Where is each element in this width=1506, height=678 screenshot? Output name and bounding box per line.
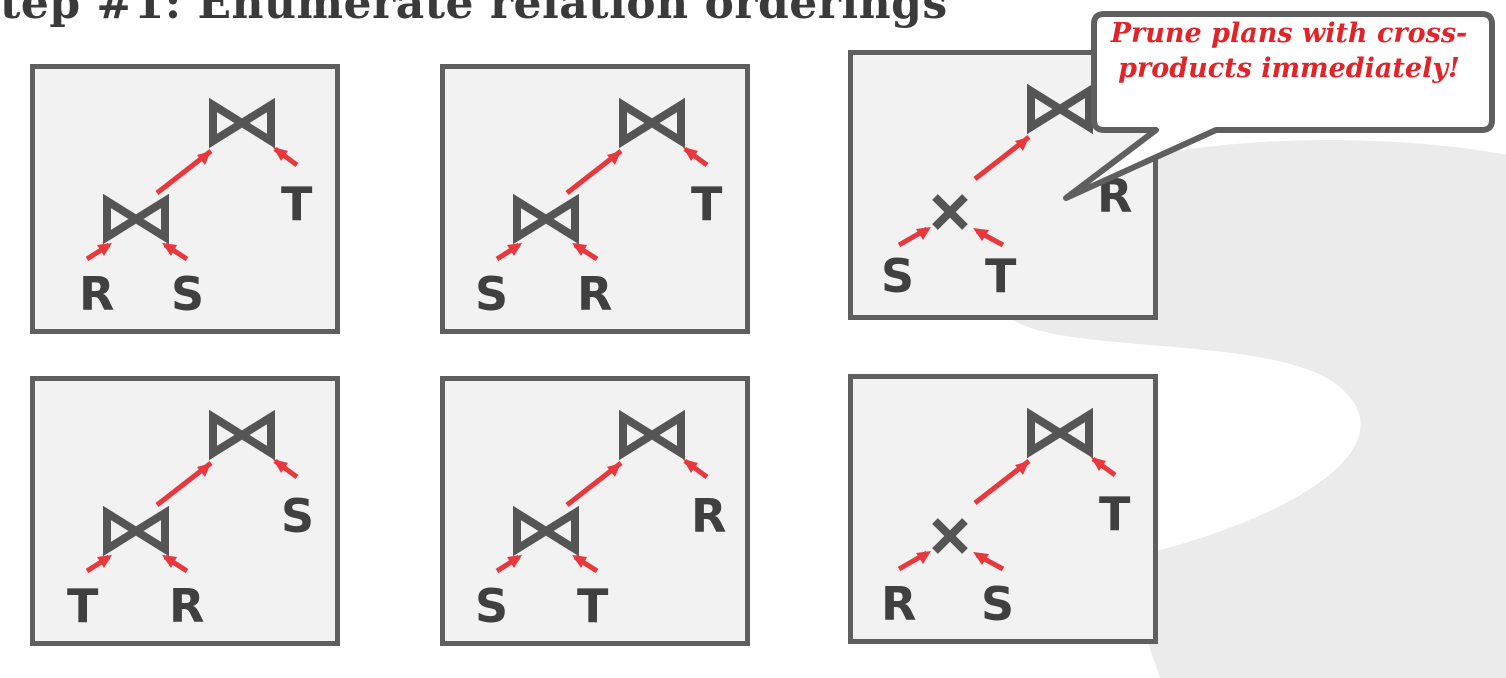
top-relation-label: T xyxy=(281,177,313,231)
right-leaf-label: T xyxy=(577,579,609,633)
arrowhead xyxy=(197,463,211,477)
arrowhead xyxy=(683,147,698,161)
cross-product-symbol xyxy=(932,194,968,230)
top-relation-label: S xyxy=(281,489,315,543)
plan-4: S T R xyxy=(30,376,340,646)
right-leaf-label: R xyxy=(577,267,613,321)
plan-6: T R S xyxy=(848,374,1158,644)
right-leaf-label: S xyxy=(981,577,1015,631)
plan-3-tree xyxy=(897,83,1093,248)
arrowhead xyxy=(683,459,698,473)
child-join-symbol xyxy=(513,505,579,557)
arrowhead xyxy=(162,555,177,568)
arrowhead xyxy=(973,552,989,565)
top-relation-label: T xyxy=(691,177,723,231)
right-leaf-label: R xyxy=(169,579,205,633)
left-leaf-label: S xyxy=(475,267,509,321)
child-join-symbol xyxy=(513,193,579,245)
callout-bubble: Prune plans with cross-products immediat… xyxy=(1063,8,1495,201)
arrowhead xyxy=(572,555,587,568)
arrowhead xyxy=(607,151,621,165)
child-join-symbol xyxy=(103,193,169,245)
plan-5: R S T xyxy=(440,376,750,646)
plan-4-tree xyxy=(85,409,299,574)
root-join-symbol xyxy=(619,409,685,461)
arrowhead xyxy=(916,227,931,240)
arrowhead xyxy=(197,151,211,165)
arrowhead xyxy=(273,147,288,161)
arrowhead xyxy=(572,243,587,256)
right-leaf-label: S xyxy=(171,267,205,321)
arrowhead xyxy=(97,555,112,568)
top-relation-label: T xyxy=(1099,487,1131,541)
left-leaf-label: R xyxy=(79,267,115,321)
arrowhead xyxy=(162,243,177,256)
root-join-symbol xyxy=(209,97,275,149)
root-join-symbol xyxy=(619,97,685,149)
arrowhead xyxy=(1015,461,1029,475)
arrowhead xyxy=(273,459,288,473)
plan-5-tree xyxy=(495,409,709,574)
arrowhead xyxy=(1091,457,1106,471)
plan-1-tree xyxy=(85,97,299,262)
plan-2: T S R xyxy=(440,64,750,334)
left-leaf-label: S xyxy=(881,249,915,303)
root-join-symbol xyxy=(209,409,275,461)
right-leaf-label: T xyxy=(985,249,1017,303)
left-leaf-label: R xyxy=(881,577,917,631)
arrowhead xyxy=(607,463,621,477)
arrowhead xyxy=(507,555,522,568)
arrowhead xyxy=(916,551,931,564)
plan-1: T R S xyxy=(30,64,340,334)
child-join-symbol xyxy=(103,505,169,557)
left-leaf-label: S xyxy=(475,579,509,633)
root-join-symbol xyxy=(1027,83,1093,135)
slide-title: tep #1: Enumerate relation orderings xyxy=(0,0,948,29)
callout-shape xyxy=(1063,11,1495,201)
cross-product-symbol xyxy=(932,518,968,554)
arrowhead xyxy=(973,228,989,241)
top-relation-label: R xyxy=(691,489,727,543)
plan-6-tree xyxy=(897,407,1117,572)
arrowhead xyxy=(507,243,522,256)
left-leaf-label: T xyxy=(67,579,99,633)
arrowhead xyxy=(1015,137,1029,151)
arrowhead xyxy=(97,243,112,256)
callout-text: Prune plans with cross-products immediat… xyxy=(1110,18,1468,84)
plan-2-tree xyxy=(495,97,709,262)
root-join-symbol xyxy=(1027,407,1093,459)
